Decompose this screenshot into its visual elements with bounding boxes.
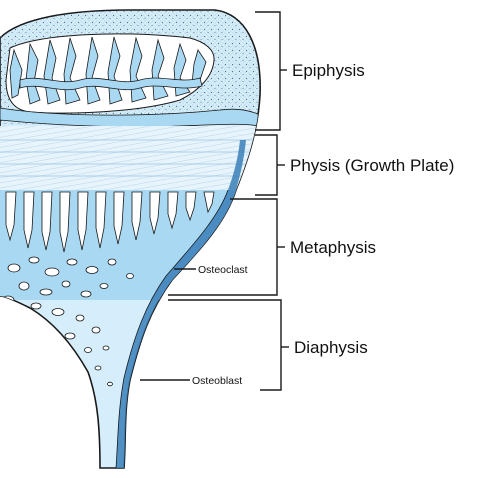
- label-metaphysis: Metaphysis: [290, 238, 376, 257]
- label-osteoclast: Osteoclast: [198, 264, 248, 276]
- cortical-bone: [116, 190, 236, 468]
- bone-illustration: [0, 9, 261, 469]
- bracket-epiphysis: [255, 11, 281, 131]
- periosteum-physis: [228, 140, 246, 190]
- bracket-diaphysis: [168, 299, 282, 391]
- label-epiphysis: Epiphysis: [292, 61, 365, 80]
- bracket-physis: [255, 134, 278, 196]
- label-osteoblast: Osteoblast: [192, 375, 242, 387]
- label-physis: Physis (Growth Plate): [290, 156, 454, 175]
- region-brackets: [140, 11, 289, 391]
- label-diaphysis: Diaphysis: [294, 338, 368, 357]
